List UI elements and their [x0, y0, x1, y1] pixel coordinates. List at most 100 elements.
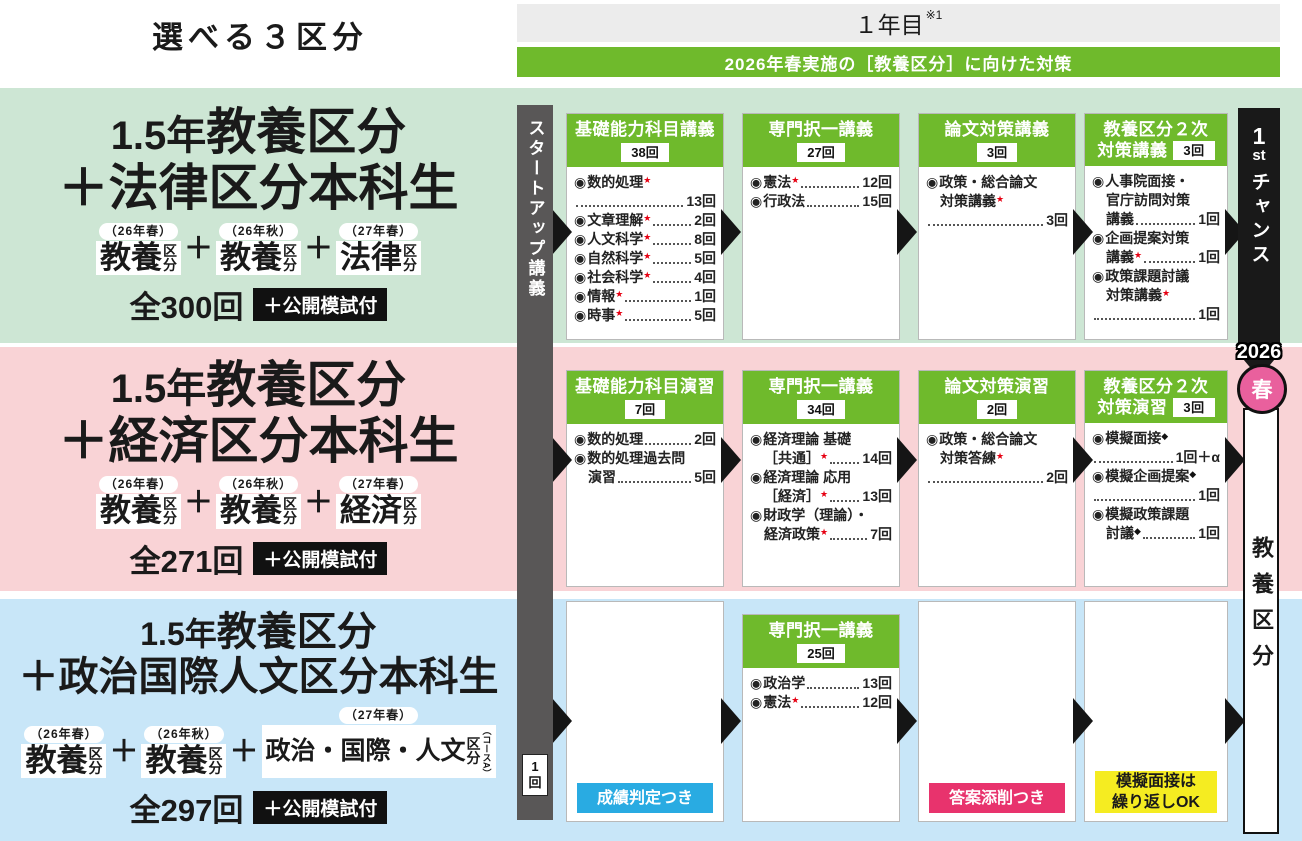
title-prefix: 1.5年	[110, 367, 207, 412]
course-box-header-line: 基礎能力科目講義	[569, 119, 721, 140]
flow-arrow-icon	[897, 209, 917, 255]
item-name: 模擬企画提案	[1105, 468, 1190, 484]
flow-arrow-icon	[721, 698, 741, 744]
course-item-line: ◉憲法★12回	[750, 693, 892, 712]
session-count-row: 27回	[745, 140, 897, 162]
header-text: 専門択一講義	[768, 621, 874, 640]
course-item-line: ◉経済理論 基礎	[750, 430, 892, 449]
course-item: ◉文章理解★2回	[574, 211, 716, 230]
item-count: 12回	[862, 694, 892, 710]
chip-main: 教養区分	[141, 743, 227, 779]
bullet-icon: ◉	[574, 174, 587, 190]
bullet-icon: ◉	[574, 231, 587, 247]
course-item-count-line: 1回＋α	[1092, 448, 1220, 467]
total-sessions-label: 全297回	[129, 793, 244, 829]
item-count: 1回	[1198, 306, 1220, 322]
course-item-line: ◉人文科学★8回	[574, 230, 716, 249]
bullet-icon: ◉	[750, 469, 763, 485]
dotted-leader	[653, 224, 692, 226]
item-name: 数的処理	[587, 431, 644, 447]
exam-column: 教養区分	[1243, 408, 1279, 834]
course-box-header-line: 基礎能力科目演習	[569, 376, 721, 397]
chip-period-label: （26年春）	[98, 222, 179, 240]
chip-main: 教養区分	[216, 494, 301, 529]
course-item-line: ◉模擬企画提案◆	[1092, 467, 1220, 486]
track-title-line: 1.5年教養区分	[59, 104, 459, 160]
formula-chip: （26年秋）教養区分	[141, 725, 227, 779]
item-name: 文章理解	[587, 212, 644, 228]
item-name: ［共通］	[764, 450, 820, 466]
course-item-count-line: 13回	[574, 192, 716, 211]
dotted-leader	[653, 281, 692, 283]
chip-suffix-char: 区	[403, 496, 418, 513]
course-item: ◉情報★1回	[574, 287, 716, 306]
title-main: 教養区分	[206, 357, 407, 414]
course-item-line: ［共通］★14回	[750, 449, 892, 468]
chip-suffix-char: 分	[88, 759, 103, 776]
bullet-icon: ◉	[574, 269, 587, 285]
session-count-badge: 27回	[797, 143, 845, 162]
flow-arrow-icon	[897, 698, 917, 744]
flow-arrow-icon	[552, 698, 572, 744]
dotted-leader	[625, 319, 692, 321]
header-text: 基礎能力科目演習	[575, 377, 715, 396]
item-name: 行政法	[763, 193, 806, 209]
item-name: 講義	[1106, 249, 1134, 265]
item-name: 政策課題討議	[1105, 268, 1190, 284]
star-icon: ★	[643, 232, 652, 242]
item-name: 企画提案対策	[1105, 230, 1190, 246]
chip-main: 教養区分	[216, 240, 301, 276]
chip-name: 政治・国際・人文	[265, 737, 466, 766]
course-box: 成績判定つき	[566, 601, 724, 822]
item-count: 15回	[862, 193, 892, 209]
diamond-icon: ◆	[1161, 431, 1169, 441]
startup-count-line2: 回	[528, 775, 542, 790]
bullet-icon: ◉	[750, 193, 763, 209]
header-text: 論文対策講義	[944, 120, 1050, 139]
formula-chip: （26年春）教養区分	[95, 222, 181, 276]
item-name: 対策講義	[1106, 287, 1162, 303]
timeline-year-header: １年目 ※1	[517, 4, 1280, 42]
first-chance-text: 1 st チャンス	[1246, 108, 1273, 354]
star-icon: ★	[820, 527, 829, 537]
item-count: 1回＋α	[1175, 449, 1220, 465]
dotted-leader	[1094, 461, 1173, 463]
track-total-row: 全297回＋公開模試付	[130, 785, 388, 830]
chip-main: 教養区分	[21, 743, 107, 779]
chip-name: 教養	[99, 239, 162, 275]
course-item-line: ◉政策・総合論文	[926, 430, 1068, 449]
item-name: 自然科学	[587, 250, 644, 266]
star-icon: ★	[1134, 250, 1143, 260]
star-icon: ★	[643, 270, 652, 280]
header-text: 教養区分２次	[1103, 120, 1209, 139]
course-item-line: 経済政策★7回	[750, 525, 892, 544]
item-name: 経済政策	[764, 526, 820, 542]
chip-period-label: （26年秋）	[218, 222, 299, 240]
mock-exam-badge: ＋公開模試付	[253, 541, 388, 575]
dotted-leader	[653, 262, 692, 264]
track-title: 1.5年教養区分＋政治国際人文区分本科生	[19, 610, 499, 700]
star-icon: ★	[615, 308, 624, 318]
bullet-icon: ◉	[1092, 230, 1105, 246]
bullet-icon: ◉	[574, 431, 587, 447]
dotted-leader	[1094, 318, 1196, 320]
item-name: 討議	[1106, 525, 1134, 541]
course-item: ◉企画提案対策講義★1回	[1092, 229, 1220, 267]
item-count: 13回	[862, 488, 892, 504]
flow-arrow-icon	[721, 437, 741, 483]
course-box: 模擬面接は繰り返しOK	[1084, 601, 1228, 822]
dotted-leader	[801, 186, 860, 188]
chip-suffix-char: 分	[403, 510, 418, 527]
chip-suffix: 区分	[163, 244, 177, 272]
header-text: 専門択一講義	[768, 120, 874, 139]
